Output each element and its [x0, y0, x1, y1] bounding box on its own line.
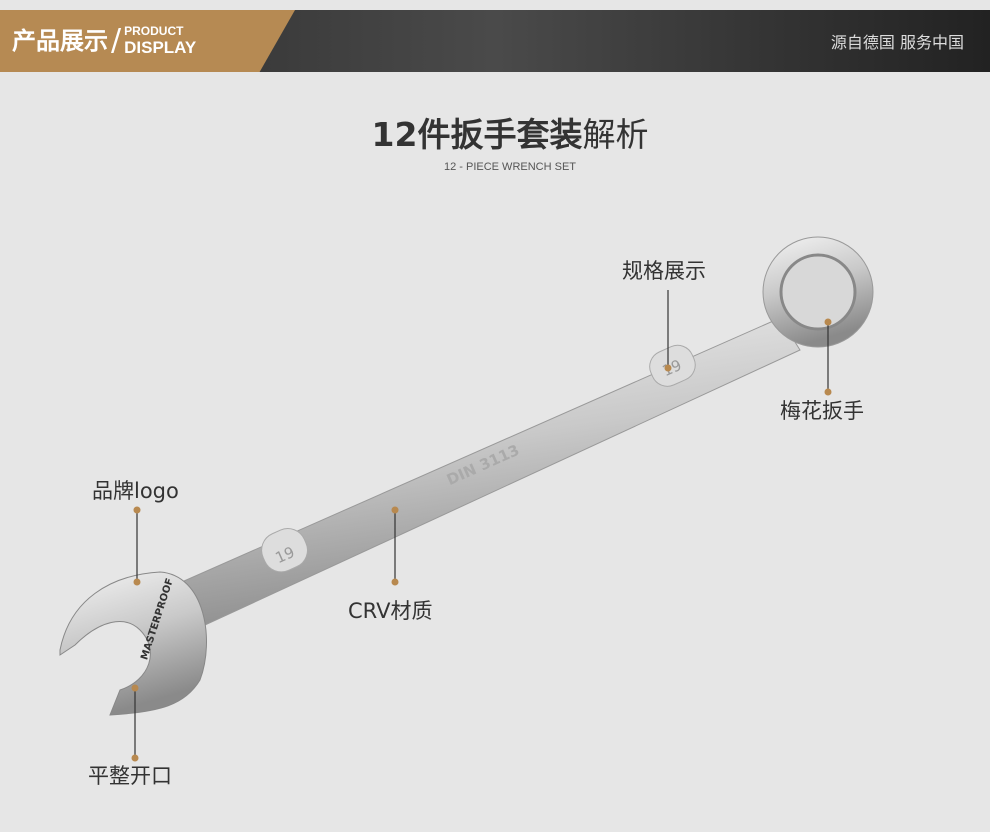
wrench-shape — [59, 236, 874, 716]
header-slogan: 源自德国 服务中国 — [830, 33, 964, 52]
page-subtitle: 12 - PIECE WRENCH SET — [443, 161, 577, 173]
callout-spec: 规格展示 — [622, 259, 706, 283]
header-gold-tab — [0, 10, 295, 72]
page-title-rest: 解析 — [582, 115, 649, 154]
callout-brand: 品牌logo — [92, 479, 179, 503]
header-slash: / — [111, 23, 122, 58]
header-title-cn: 产品展示 — [12, 27, 108, 55]
header-title-en: PRODUCT DISPLAY — [124, 25, 196, 57]
callout-lines — [134, 290, 829, 758]
header-title-group: 产品展示 / PRODUCT DISPLAY — [12, 10, 196, 72]
callout-open-end: 平整开口 — [88, 764, 172, 788]
page-title-bold: 12件扳手套装 — [371, 115, 583, 154]
callout-ring: 梅花扳手 — [780, 399, 864, 423]
callout-dots — [131, 318, 832, 762]
callout-material: CRV材质 — [348, 599, 433, 623]
page-title: 12件扳手套装解析 — [0, 114, 990, 156]
header-title-en-1: PRODUCT — [124, 24, 184, 38]
header-title-en-2: DISPLAY — [124, 38, 197, 57]
